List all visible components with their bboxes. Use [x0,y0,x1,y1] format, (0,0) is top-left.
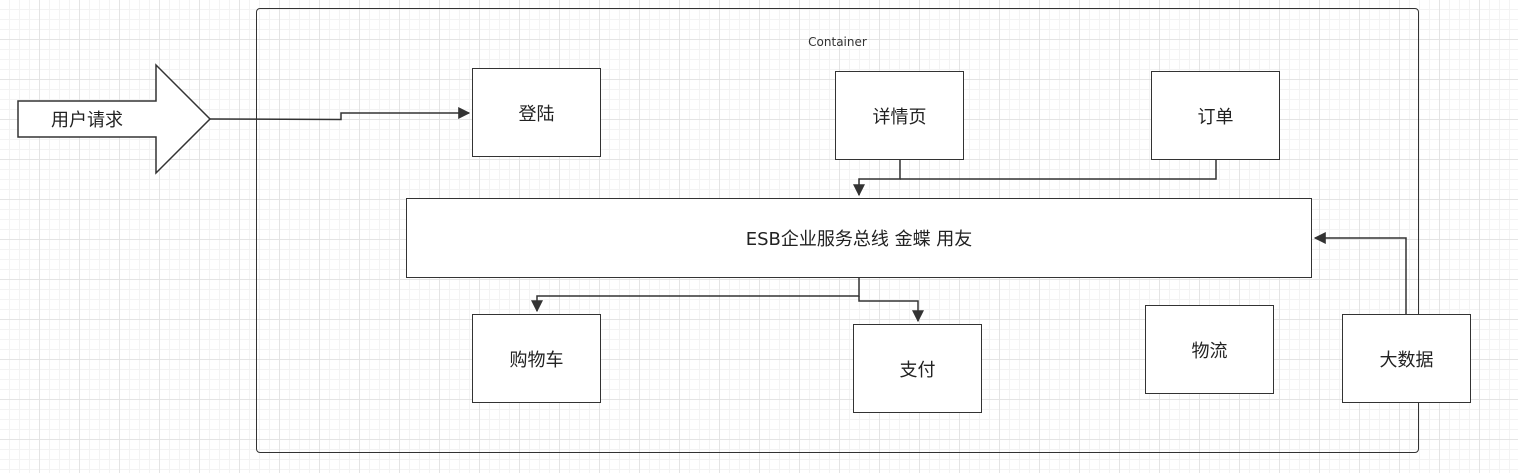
input-arrow-label: 用户请求 [51,110,123,131]
node-cart[interactable]: 购物车 [472,314,601,403]
connector-esb-to-cart [531,278,860,313]
input-arrow-shape [17,63,212,175]
node-details[interactable]: 详情页 [835,71,964,160]
node-esb[interactable]: ESB企业服务总线 金蝶 用友 [406,198,1312,278]
container-group: Container [256,8,1419,453]
node-order[interactable]: 订单 [1151,71,1280,160]
node-pay[interactable]: 支付 [853,324,982,413]
node-login[interactable]: 登陆 [472,68,601,157]
node-bigdata[interactable]: 大数据 [1342,314,1471,403]
connector-order-to-esb [900,160,1217,180]
container-label: Container [808,35,867,49]
connector-esb-to-pay [858,296,924,323]
connector-details-to-esb [853,160,901,197]
node-logistics[interactable]: 物流 [1145,305,1274,394]
connector-input-to-login [209,107,471,121]
connector-bigdata-to-esb [1313,232,1407,314]
